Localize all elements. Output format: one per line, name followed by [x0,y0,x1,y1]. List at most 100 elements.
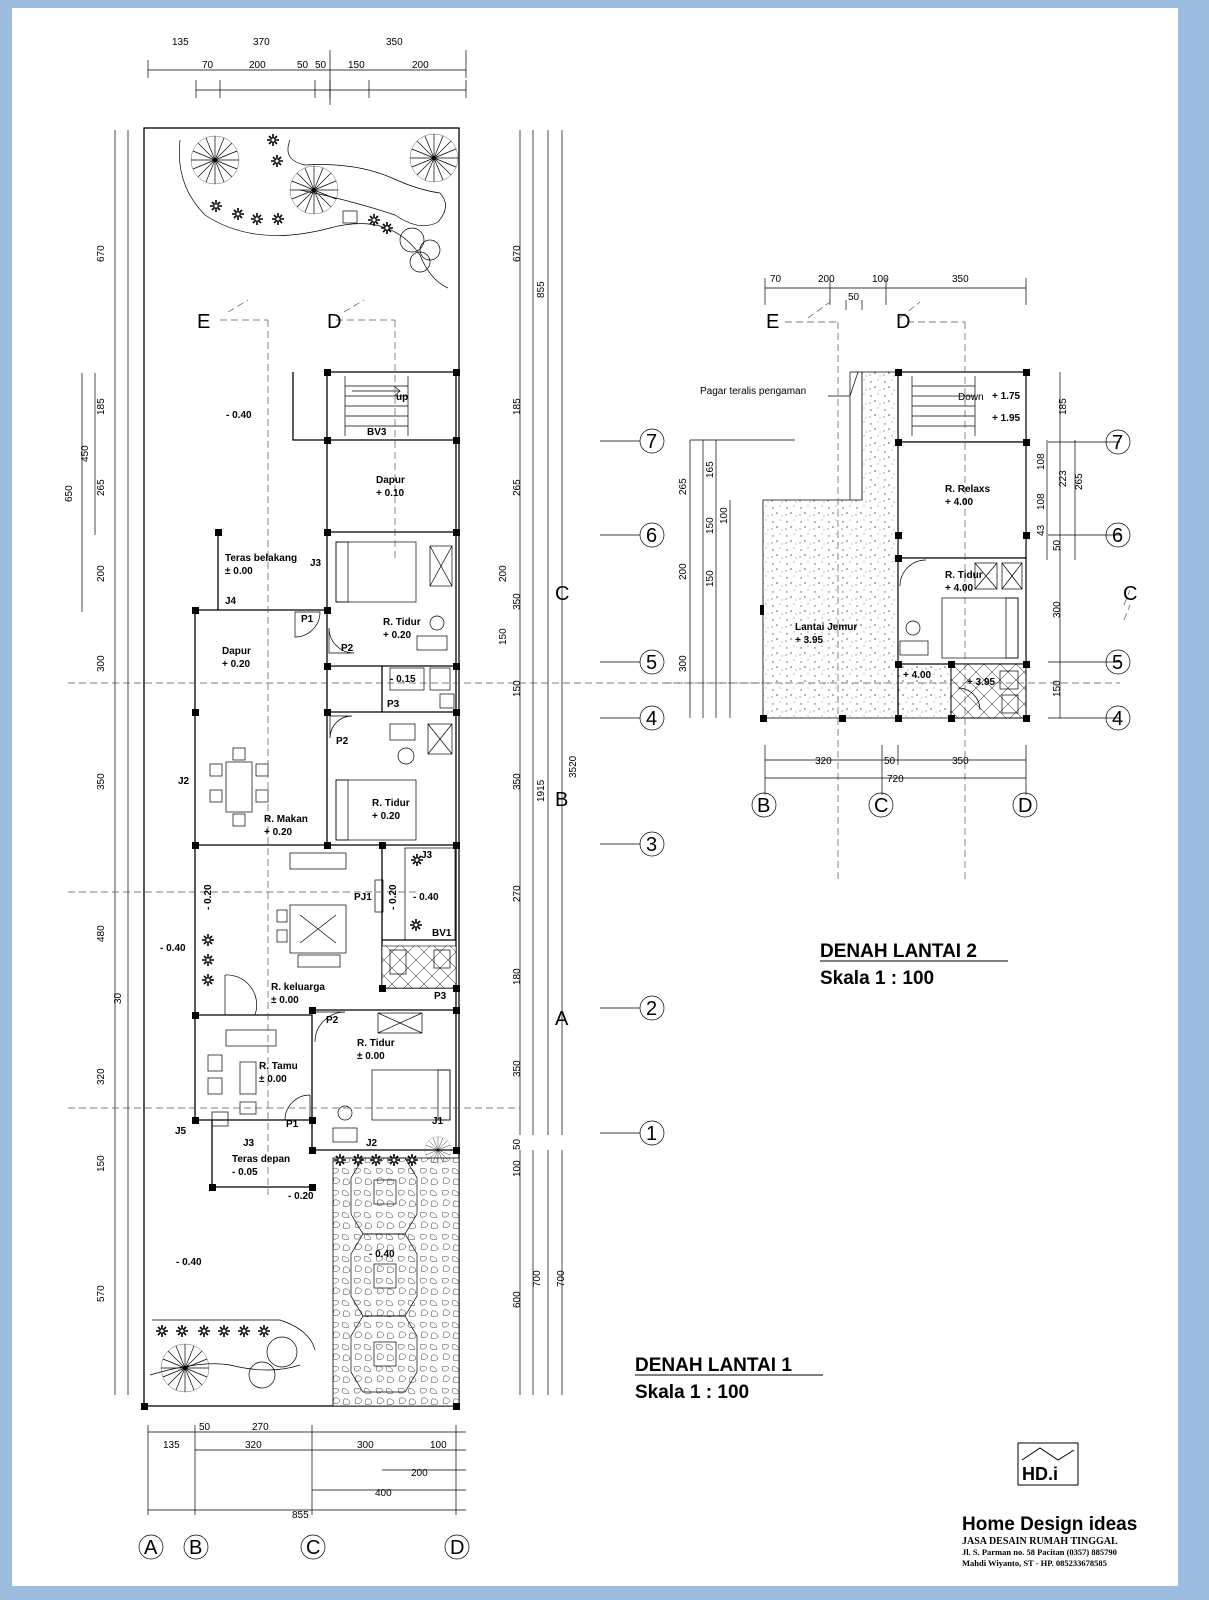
room-name: R. Makan [264,814,308,825]
room-name: R. Tidur [945,570,983,581]
dim: 670 [96,245,107,262]
dim: 265 [96,479,107,496]
dim: 450 [80,445,91,462]
dim: 300 [1052,601,1063,618]
tag: J2 [366,1138,378,1149]
tag: P1 [286,1119,299,1130]
level: + 1.75 [992,391,1021,402]
tag: J2 [178,776,190,787]
room-name: R. Tamu [259,1061,298,1072]
dim: 300 [96,655,107,672]
room-level: + 4.00 [945,497,974,508]
grid-label: 2 [646,998,657,1020]
tag: J4 [225,596,237,607]
dim: 50 [848,292,860,303]
room-level: + 0.20 [222,659,251,670]
room-level: + 0.20 [264,827,293,838]
dim: 200 [96,565,107,582]
dim: 165 [705,461,716,478]
level: - 0.40 [160,943,186,954]
level: - 0.40 [369,1249,395,1260]
dim: 350 [512,1060,523,1077]
plan2-title: DENAH LANTAI 2 [820,941,977,962]
dim: 185 [96,398,107,415]
dim: 150 [512,680,523,697]
plan1-scale: Skala 1 : 100 [635,1382,749,1403]
tag: P3 [434,991,447,1002]
dim: 100 [719,507,730,524]
tag: BV1 [432,928,452,939]
dim: 180 [512,968,523,985]
brand-tagline: JASA DESAIN RUMAH TINGGAL [962,1536,1118,1547]
level: - 0.15 [390,674,416,685]
level: - 0.40 [413,892,439,903]
dim: 150 [705,517,716,534]
grid-label: C [555,583,569,605]
dim: 200 [498,565,509,582]
grid-label: 7 [646,431,657,453]
room-level: ± 0.00 [357,1051,385,1062]
room-name: R. Relaxs [945,484,990,495]
dim: 320 [245,1440,262,1451]
brand-name: Home Design ideas [962,1514,1137,1535]
room-name: R. Tidur [357,1038,395,1049]
dim: 400 [375,1488,392,1499]
plan2-text: 70 200 100 350 50 320 50 350 720 165 265… [678,274,1137,989]
dim: 135 [163,1440,180,1451]
brand-contact: Mahdi Wiyanto, ST - HP. 085233678585 [962,1558,1107,1568]
grid-label: 1 [646,1123,657,1145]
room-name: Teras belakang [225,553,297,564]
level: + 3.95 [967,677,996,688]
dim: 650 [64,485,75,502]
dim: 70 [770,274,782,285]
grid-label: B [189,1537,202,1559]
grid-label: 7 [1112,432,1123,454]
level: - 0.40 [176,1257,202,1268]
grid-label: D [1018,795,1032,817]
room-level: + 0.10 [376,488,405,499]
plan1-title: DENAH LANTAI 1 [635,1355,792,1376]
grid-label: C [306,1537,320,1559]
dim: 50 [315,60,327,71]
plan2-scale: Skala 1 : 100 [820,968,934,989]
dim: 3520 [568,755,579,778]
grid-label: C [874,795,888,817]
dim: 350 [952,756,969,767]
tag: J3 [243,1138,255,1149]
dim: 480 [96,925,107,942]
room-level: + 0.20 [383,630,412,641]
dim: 185 [1058,398,1069,415]
plan1-walls [141,369,460,1410]
dim: 50 [297,60,309,71]
dim: 350 [512,773,523,790]
plan1-rooms: Dapur + 0.10 Teras belakang ± 0.00 R. Ti… [160,392,823,1403]
plan1-dimensions [68,50,900,1560]
logo-mark: HD.i [1022,1464,1058,1484]
dim: 855 [292,1510,309,1521]
railing-label: Pagar teralis pengaman [700,386,806,397]
dim: 50 [199,1422,211,1433]
dim: 100 [430,1440,447,1451]
dim: 30 [113,992,124,1004]
plan2-dimensions [665,278,1131,880]
dim: 50 [1052,539,1063,551]
dim: 570 [96,1285,107,1302]
drawing-sheet [12,8,1178,1586]
tag: P1 [301,614,314,625]
dim: 300 [678,655,689,672]
level: + 4.00 [903,670,932,681]
dim: 200 [249,60,266,71]
tag: J3 [421,850,433,861]
grid-label: 3 [646,834,657,856]
grid-label: B [555,789,568,811]
dim: 108 [1036,493,1047,510]
grid-label: 5 [1112,652,1123,674]
house-roof-icon [1021,1447,1075,1461]
dim: 350 [96,773,107,790]
grid-label: 6 [1112,525,1123,547]
dim: 270 [252,1422,269,1433]
dim: 150 [96,1155,107,1172]
grid-label: 5 [646,652,657,674]
dim: 670 [512,245,523,262]
plan1-dim-text: 135 370 350 70 200 50 50 150 200 670 185… [64,37,657,1559]
